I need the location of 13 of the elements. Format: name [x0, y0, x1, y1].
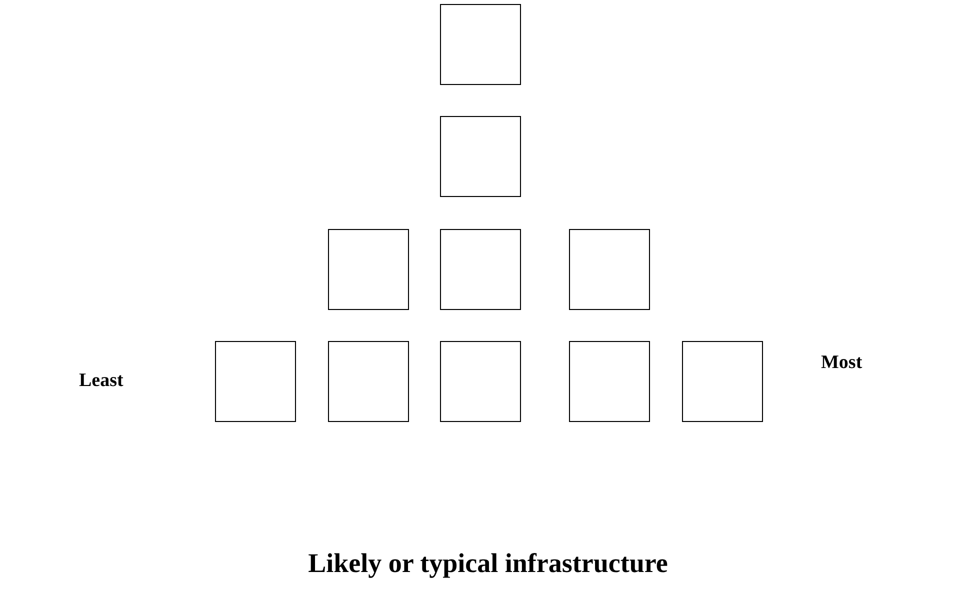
empty-box [569, 341, 650, 422]
empty-box [569, 229, 650, 310]
scale-end-label: Most [821, 352, 862, 374]
empty-box [215, 341, 296, 422]
empty-box [440, 4, 521, 85]
scale-end-label: Least [79, 370, 124, 392]
empty-box [440, 116, 521, 197]
empty-box [328, 229, 409, 310]
empty-box [440, 229, 521, 310]
caption: Likely or typical infrastructure [307, 548, 669, 579]
empty-box [328, 341, 409, 422]
empty-box [440, 341, 521, 422]
empty-box [682, 341, 763, 422]
